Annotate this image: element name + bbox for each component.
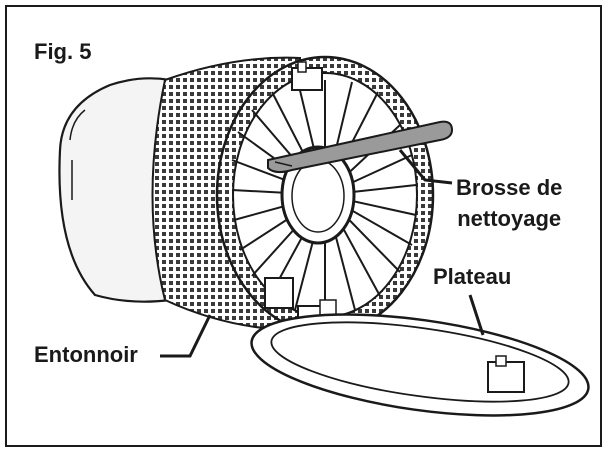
plate-leader bbox=[468, 294, 485, 336]
brush-callout: Brosse de nettoyage bbox=[456, 172, 562, 234]
funnel-leader bbox=[160, 314, 212, 358]
brush-callout-line1: Brosse de bbox=[456, 175, 563, 200]
plate-callout: Plateau bbox=[433, 264, 512, 289]
leader-lines bbox=[160, 149, 485, 358]
brush-leader bbox=[398, 149, 453, 185]
filter-front-face bbox=[215, 55, 435, 335]
brush-callout-line2: nettoyage bbox=[457, 206, 562, 231]
figure-label: Fig. 5 bbox=[34, 39, 92, 64]
tray bbox=[250, 313, 590, 417]
cleaning-brush bbox=[267, 120, 454, 174]
funnel-callout: Entonnoir bbox=[34, 342, 138, 367]
